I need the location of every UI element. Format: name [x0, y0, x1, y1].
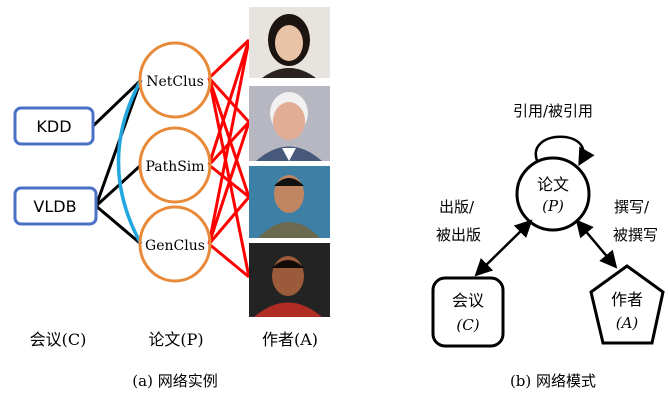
edge-netclus-genclus-citation: [116, 79, 143, 245]
schema-edge-label-write-2: 被撰写: [613, 226, 658, 244]
paper-circle-genclus: [138, 205, 212, 283]
schema-node-venue-symbol: (C): [456, 316, 479, 334]
paper-label-netclus: NetClus: [146, 74, 204, 90]
author-photo-2: [249, 86, 330, 161]
edge-netclus-author4: [207, 77, 251, 278]
edge-netclus-author1: [207, 38, 251, 80]
venue-box-kdd: [13, 106, 95, 146]
venue-label-kdd: KDD: [36, 117, 71, 136]
schema-node-author-symbol: (A): [616, 314, 639, 332]
edge-genclus-author4: [208, 242, 250, 279]
schema-node-paper: [515, 156, 591, 232]
self-loop-arrow: [534, 135, 595, 167]
panel-b-network-schema: 引用/被引用 论文 (P) 会议 (C) 作者 (A) 出版/ 被出版 撰写/ …: [431, 102, 665, 390]
edge-genclus-author3: [207, 196, 251, 245]
axis-label-venue: 会议(C): [30, 330, 87, 349]
panel-a-network-instance: KDD VLDB NetClus PathSim GenClus: [13, 7, 330, 390]
schema-node-author: [589, 264, 665, 345]
schema-node-paper-name: 论文: [537, 175, 569, 194]
axis-label-paper: 论文(P): [148, 330, 203, 349]
schema-edge-paper-author: [575, 219, 618, 269]
schema-edge-label-publish-1: 出版/: [439, 198, 475, 216]
author-photo-3: [249, 166, 330, 238]
axis-label-author: 作者(A): [262, 330, 318, 349]
edge-kdd-netclus: [91, 78, 143, 128]
schema-edge-label-publish-2: 被出版: [436, 226, 481, 244]
paper-label-pathsim: PathSim: [145, 159, 204, 175]
self-loop-label: 引用/被引用: [513, 102, 593, 120]
schema-node-author-name: 作者: [611, 290, 643, 309]
edge-genclus-author1: [207, 39, 251, 245]
caption-panel-a: (a) 网络实例: [132, 372, 217, 390]
edge-pathsim-author1: [207, 39, 251, 166]
paper-label-genclus: GenClus: [145, 238, 205, 254]
caption-panel-b: (b) 网络模式: [510, 372, 596, 390]
paper-circle-netclus: [138, 41, 212, 119]
paper-author-edges: [207, 38, 251, 279]
edge-genclus-author2: [207, 121, 251, 245]
schema-node-venue-name: 会议: [452, 291, 484, 310]
edge-vldb-pathsim: [94, 163, 143, 208]
paper-circle-pathsim: [138, 126, 212, 204]
edge-vldb-genclus: [95, 204, 142, 246]
schema-edge-label-write-1: 撰写/: [614, 198, 650, 216]
author-photo-4: [249, 243, 330, 317]
author-photo-1: [249, 7, 330, 78]
venue-label-vldb: VLDB: [33, 197, 76, 216]
schema-edge-paper-venue: [474, 219, 533, 277]
schema-node-venue: [431, 276, 505, 348]
schema-node-paper-symbol: (P): [542, 197, 564, 215]
venue-box-vldb: [13, 186, 98, 226]
